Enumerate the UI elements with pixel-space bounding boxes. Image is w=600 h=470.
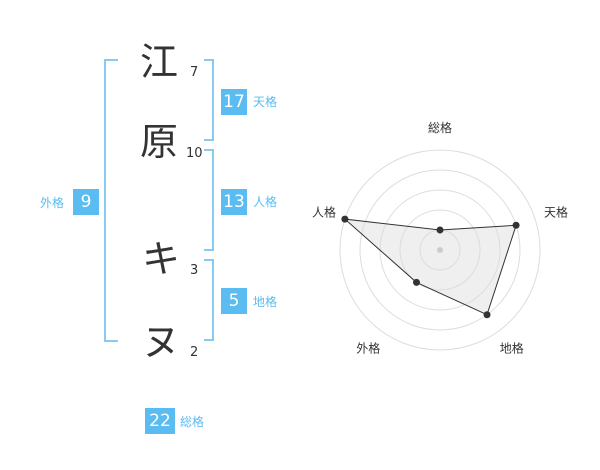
- axis-label-gaikaku: 外格: [356, 341, 380, 356]
- chikaku-label: 地格: [253, 295, 278, 309]
- tenkaku-label: 天格: [253, 95, 278, 109]
- soukaku-value: 22: [145, 408, 175, 434]
- axis-label-soukaku: 総格: [428, 120, 452, 135]
- axis-label-jinkaku: 人格: [312, 204, 336, 219]
- soukaku-label: 総格: [180, 415, 205, 429]
- name-char-2: 原: [140, 120, 179, 164]
- radar-point: [512, 221, 520, 229]
- name-char-4: ヌ: [142, 320, 181, 364]
- gaikaku-value: 9: [73, 189, 99, 215]
- radar-ring: [399, 209, 481, 291]
- stroke-count-4: 2: [190, 345, 199, 360]
- radar-center: [437, 247, 443, 253]
- chikaku-bracket: [204, 259, 214, 341]
- radar-ring: [339, 149, 541, 351]
- gaikaku-label: 外格: [40, 196, 65, 210]
- radar-point: [436, 226, 444, 234]
- jinkaku-bracket: [204, 149, 214, 251]
- radar-ring: [359, 169, 521, 331]
- radar-point: [341, 215, 349, 223]
- axis-label-tenkaku: 天格: [544, 204, 568, 219]
- stroke-count-3: 3: [190, 263, 199, 278]
- jinkaku-label: 人格: [253, 195, 278, 209]
- gaikaku-bracket: [104, 59, 118, 342]
- name-char-3: キ: [142, 237, 181, 281]
- axis-label-chikaku: 地格: [500, 341, 524, 356]
- name-char-1: 江: [140, 40, 179, 84]
- radar-point: [412, 278, 420, 286]
- stroke-count-1: 7: [190, 65, 199, 80]
- radar-point: [483, 311, 491, 319]
- radar-area: [343, 218, 517, 316]
- jinkaku-value: 13: [221, 189, 247, 215]
- stroke-count-2: 10: [186, 146, 203, 161]
- chikaku-value: 5: [221, 288, 247, 314]
- tenkaku-bracket: [204, 59, 214, 141]
- tenkaku-value: 17: [221, 89, 247, 115]
